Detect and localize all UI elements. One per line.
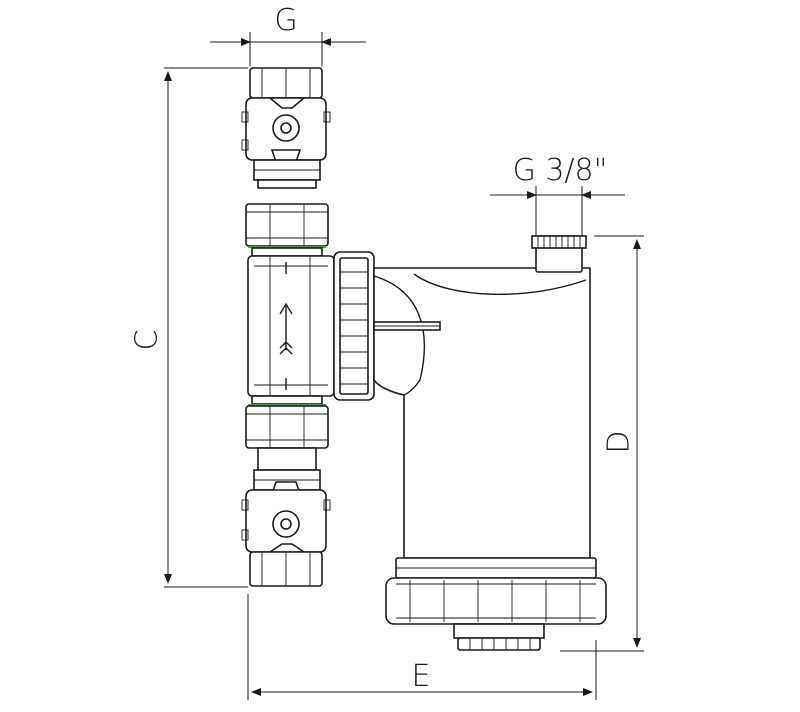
lower-union-nut xyxy=(245,395,329,449)
dimension-label-e: E xyxy=(412,659,431,694)
air-vent-plug xyxy=(531,235,587,273)
dimension-label-c: C xyxy=(130,330,165,351)
flow-arrow-icon xyxy=(279,302,293,355)
coupling-ring xyxy=(333,251,375,401)
dimension-d: D xyxy=(560,235,644,652)
dimension-e: E xyxy=(247,594,597,700)
dimension-c: C xyxy=(130,67,248,588)
dimension-g-top: G xyxy=(210,3,366,66)
dimension-label-g: G xyxy=(274,3,297,38)
upper-union-nut xyxy=(245,203,329,257)
filter-canister xyxy=(373,267,591,559)
bottom-ring-nut xyxy=(385,557,607,625)
dimension-label-g-3-8: G 3/8" xyxy=(513,153,608,188)
central-fitting-body xyxy=(247,255,335,397)
top-ball-valve xyxy=(241,67,331,189)
drain-cap xyxy=(453,623,545,651)
bottom-ball-valve xyxy=(241,447,331,587)
dimension-g-3-8: G 3/8" xyxy=(490,153,625,236)
dimension-label-d: D xyxy=(602,430,637,453)
